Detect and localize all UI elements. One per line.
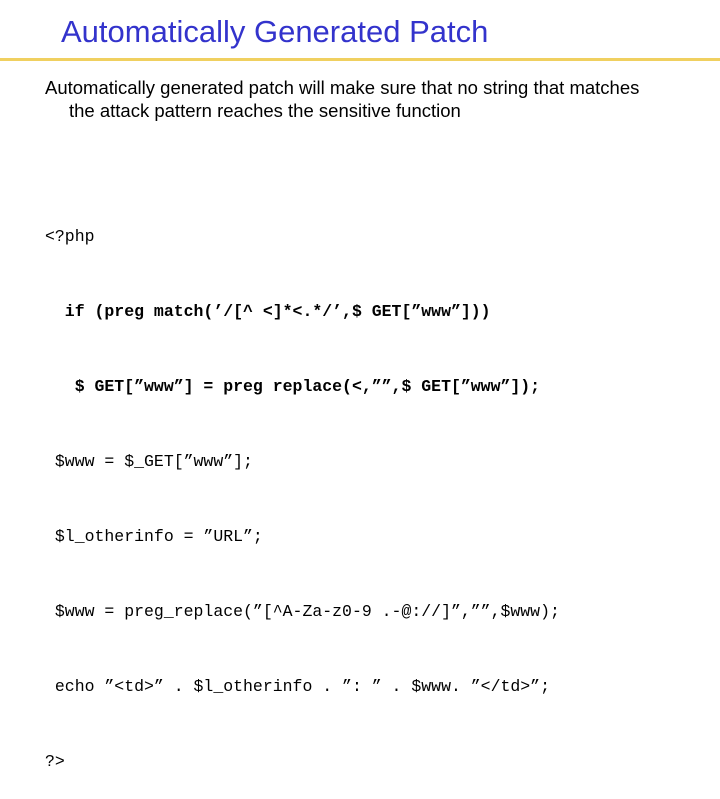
- code-line-7: echo ”<td>” . $l_otherinfo . ”: ” . $www…: [45, 677, 550, 696]
- bullet-line-1: Automatically generated patch will make …: [45, 77, 640, 98]
- code-line-8: ?>: [45, 752, 65, 771]
- code-line-2: if (preg match(’/[^ <]*<.*/’,$ GET[”www”…: [45, 302, 491, 321]
- code-line-5: $l_otherinfo = ”URL”;: [45, 527, 263, 546]
- code-line-1: <?php: [45, 227, 95, 246]
- code-block: <?php if (preg match(’/[^ <]*<.*/’,$ GET…: [45, 174, 560, 799]
- code-line-3: $ GET[”www”] = preg replace(<,””,$ GET[”…: [45, 377, 541, 396]
- code-line-4: $www = $_GET[”www”];: [45, 452, 253, 471]
- bullet-line-2: the attack pattern reaches the sensitive…: [69, 100, 461, 121]
- slide-title: Automatically Generated Patch: [61, 14, 489, 49]
- code-line-6: $www = preg_replace(”[^A-Za-z0-9 .-@://]…: [45, 602, 560, 621]
- title-divider: [0, 58, 720, 61]
- bullet-paragraph: Automatically generated patch will make …: [45, 76, 710, 122]
